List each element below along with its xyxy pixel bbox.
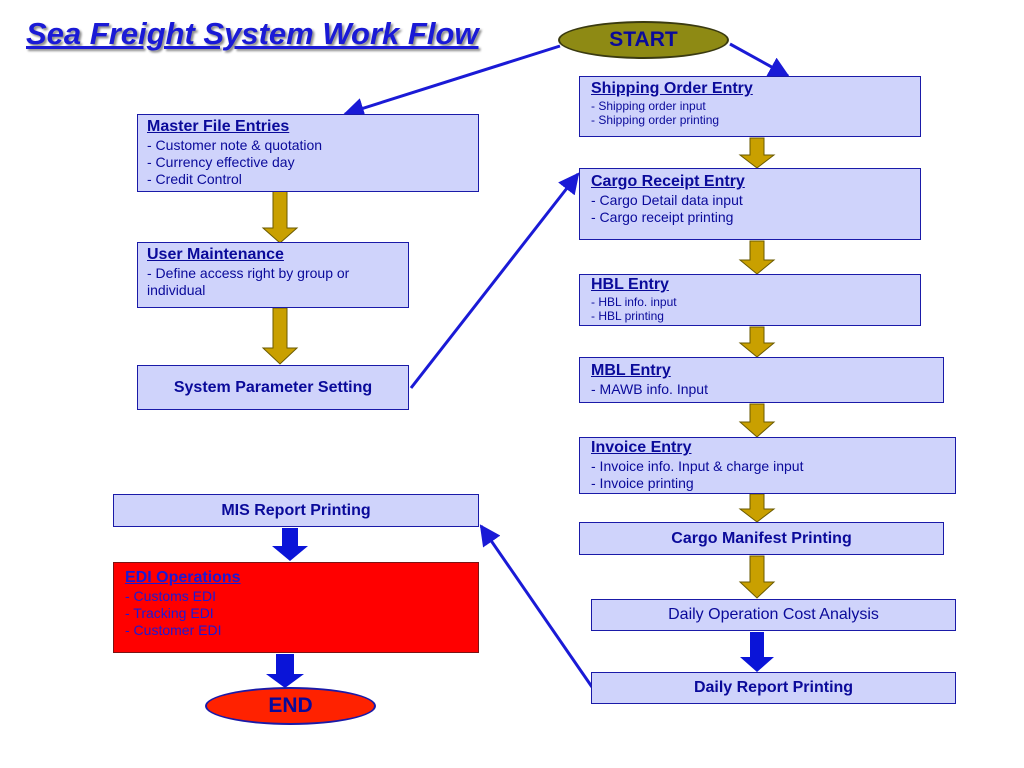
shipping-order-heading: Shipping Order Entry	[591, 80, 753, 97]
mbl-entry-box: MBL Entry - MAWB info. Input	[579, 357, 944, 403]
mis-report-printing-box: MIS Report Printing	[113, 494, 479, 527]
gold-down-arrow	[738, 493, 776, 523]
user-maintenance-item: - Define access right by group or indivi…	[147, 264, 350, 298]
user-maintenance-heading: User Maintenance	[147, 246, 284, 263]
cargo-receipt-item: - Cargo receipt printing	[591, 208, 734, 225]
gold-down-arrow	[738, 240, 776, 275]
mbl-heading: MBL Entry	[591, 362, 671, 379]
user-maintenance-box: User Maintenance - Define access right b…	[137, 242, 409, 308]
invoice-entry-box: Invoice Entry - Invoice info. Input & ch…	[579, 437, 956, 494]
daily-cost-label: Daily Operation Cost Analysis	[668, 606, 879, 624]
daily-report-label: Daily Report Printing	[693, 679, 854, 697]
shipping-order-item: - Shipping order printing	[591, 113, 720, 128]
gold-down-arrow	[261, 307, 299, 365]
master-file-item: - Currency effective day	[147, 153, 295, 170]
shipping-order-item: - Shipping order input	[591, 98, 706, 113]
hbl-entry-box: HBL Entry - HBL info. input - HBL printi…	[579, 274, 921, 326]
daily-operation-cost-analysis-box: Daily Operation Cost Analysis	[591, 599, 956, 631]
cargo-manifest-printing-box: Cargo Manifest Printing	[579, 522, 944, 555]
start-oval: START	[558, 21, 729, 59]
blue-down-arrow	[272, 528, 308, 561]
master-file-heading: Master File Entries	[147, 118, 290, 135]
invoice-item: - Invoice printing	[591, 474, 694, 491]
invoice-heading: Invoice Entry	[591, 439, 692, 456]
system-parameter-label: System Parameter Setting	[173, 378, 373, 396]
cargo-receipt-entry-box: Cargo Receipt Entry - Cargo Detail data …	[579, 168, 921, 240]
blue-down-arrow	[266, 654, 304, 688]
start-label: START	[609, 28, 678, 51]
connector-start-to-master-file	[342, 44, 561, 119]
master-file-entries-box: Master File Entries - Customer note & qu…	[137, 114, 479, 192]
mis-report-label: MIS Report Printing	[221, 501, 371, 519]
connector-system-parameter-to-cargo-receipt	[409, 172, 580, 389]
gold-down-arrow	[261, 190, 299, 244]
edi-item: - Customer EDI	[125, 621, 222, 638]
edi-operations-heading: EDI Operations	[125, 569, 241, 586]
shipping-order-entry-box: Shipping Order Entry - Shipping order in…	[579, 76, 921, 137]
edi-operations-box: EDI Operations - Customs EDI - Tracking …	[113, 562, 479, 653]
edi-item: - Customs EDI	[125, 587, 217, 604]
gold-down-arrow	[738, 555, 776, 599]
invoice-item: - Invoice info. Input & charge input	[591, 457, 804, 474]
cargo-receipt-item: - Cargo Detail data input	[591, 191, 743, 208]
mbl-item: - MAWB info. Input	[591, 380, 708, 397]
daily-report-printing-box: Daily Report Printing	[591, 672, 956, 704]
cargo-manifest-label: Cargo Manifest Printing	[671, 529, 852, 547]
system-parameter-setting-box: System Parameter Setting	[137, 365, 409, 410]
end-oval: END	[205, 687, 376, 725]
master-file-item: - Customer note & quotation	[147, 136, 323, 153]
hbl-heading: HBL Entry	[591, 276, 669, 293]
edi-item: - Tracking EDI	[125, 604, 214, 621]
connector-start-to-shipping-order	[729, 42, 790, 78]
blue-down-arrow	[740, 632, 774, 672]
hbl-item: - HBL printing	[591, 309, 664, 324]
master-file-item: - Credit Control	[147, 170, 242, 187]
end-label: END	[268, 694, 313, 717]
connector-daily-report-to-mis-report	[479, 524, 594, 688]
cargo-receipt-heading: Cargo Receipt Entry	[591, 173, 745, 190]
gold-down-arrow	[738, 137, 776, 169]
hbl-item: - HBL info. input	[591, 294, 677, 309]
gold-down-arrow	[738, 403, 776, 438]
page-title: Sea Freight System Work Flow	[26, 16, 479, 51]
gold-down-arrow	[738, 326, 776, 358]
